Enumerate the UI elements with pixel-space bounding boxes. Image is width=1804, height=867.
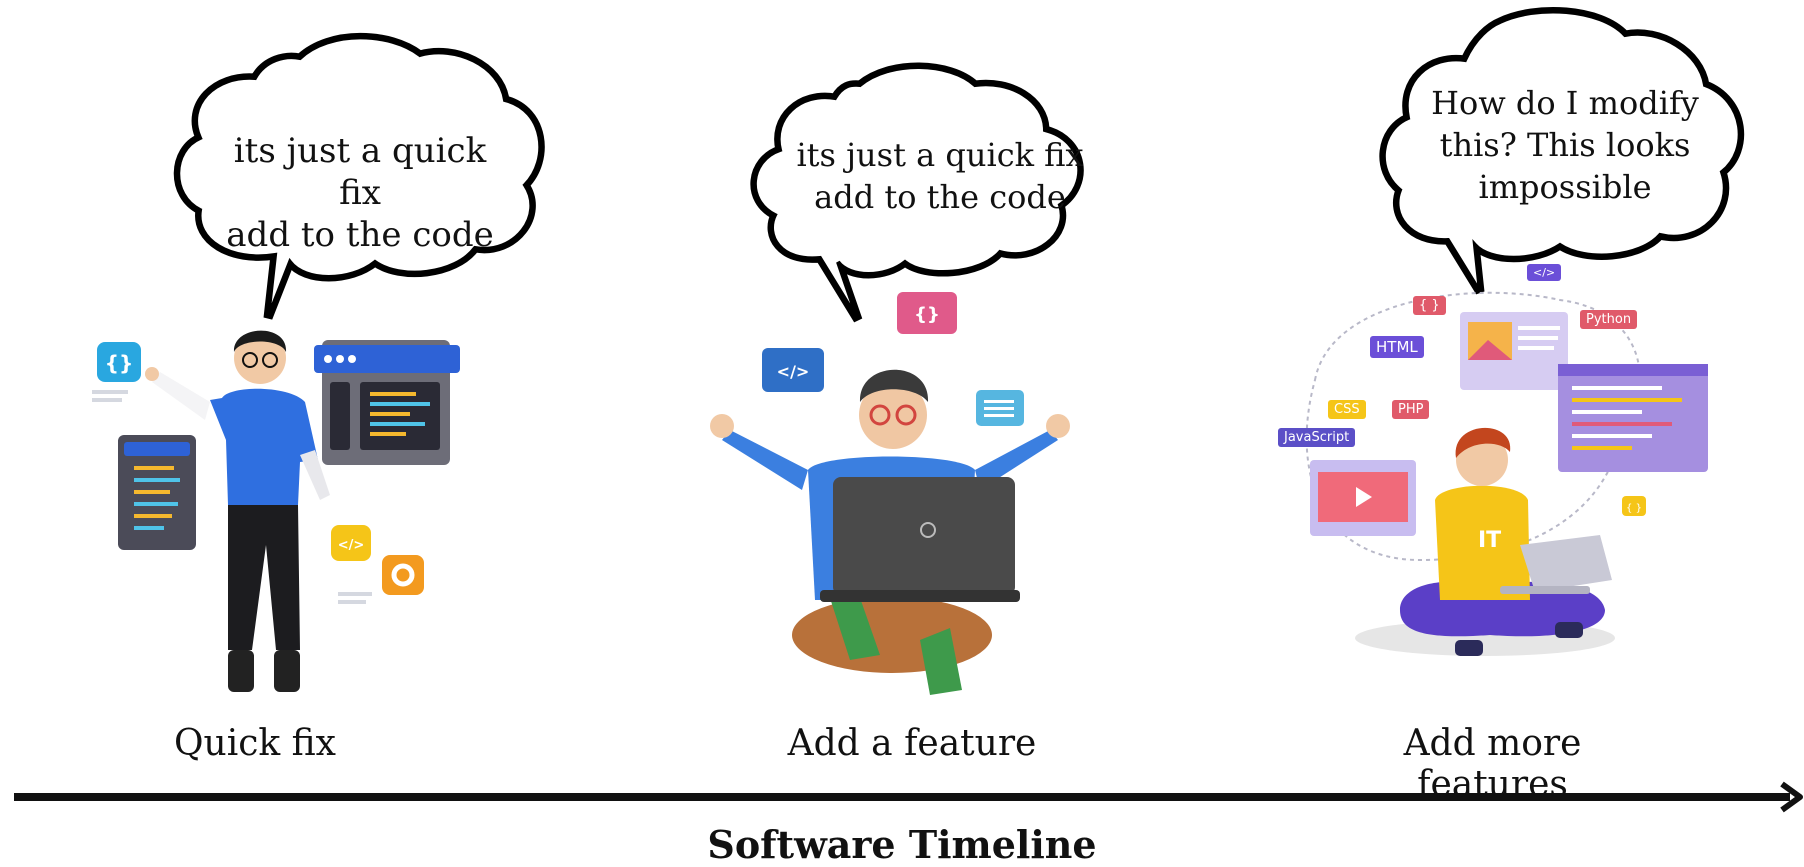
overwhelmed-developer-illustration: { } — [1305, 291, 1708, 656]
thought-bubble-middle — [750, 62, 1084, 323]
svg-text:{ }: { } — [1626, 503, 1642, 514]
code-tag: </> — [1527, 264, 1562, 281]
php-tag: PHP — [1392, 400, 1430, 419]
svg-text:</>: </> — [338, 538, 365, 553]
shirt-it-label: IT — [1478, 528, 1502, 553]
bubble-text-right: How do I modify this? This looks impossi… — [1420, 82, 1710, 208]
developer-pointing-illustration: {} </> — [92, 330, 460, 692]
timeline-arrow — [14, 781, 1803, 813]
python-tag: Python — [1580, 310, 1638, 329]
bubble-line: How do I modify — [1431, 84, 1699, 122]
bubble-text-left: its just a quick fix add to the code — [210, 130, 510, 256]
bubble-text-middle: its just a quick fix add to the code — [790, 134, 1090, 218]
svg-text:{}: {} — [105, 351, 133, 375]
svg-text:{}: {} — [914, 304, 940, 325]
caption-quick-fix: Quick fix — [174, 723, 336, 764]
caption-add-more-features: Add more features — [1403, 723, 1582, 805]
javascript-tag: JavaScript — [1278, 428, 1356, 447]
svg-text:</>: </> — [777, 362, 810, 381]
bubble-line: its just a quick fix — [796, 136, 1084, 174]
bubble-line: this? This looks — [1439, 126, 1691, 164]
timeline-title: Software Timeline — [707, 822, 1097, 867]
thought-bubble-left — [173, 32, 545, 320]
html-tag: HTML — [1370, 336, 1424, 358]
css-tag: CSS — [1328, 400, 1366, 419]
bubble-line: add to the code — [814, 178, 1066, 216]
bubble-line: its just a quick fix — [233, 131, 487, 213]
bubble-line: add to the code — [226, 215, 494, 255]
braces-tag: { } — [1413, 296, 1446, 315]
thought-bubble-right — [1379, 6, 1745, 295]
developer-laptop-illustration: {} </> — [710, 292, 1070, 695]
bubble-line: impossible — [1478, 168, 1652, 206]
caption-add-feature: Add a feature — [787, 723, 1037, 764]
